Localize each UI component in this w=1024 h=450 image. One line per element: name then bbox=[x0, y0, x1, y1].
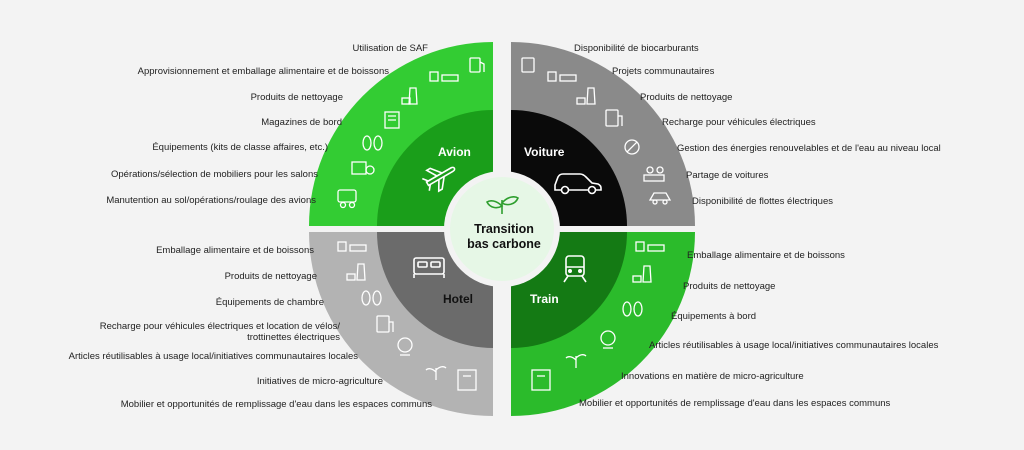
hotel-item: Mobilier et opportunités de remplissage … bbox=[120, 399, 432, 410]
food-packaging-icon bbox=[337, 241, 367, 252]
train-item: Articles réutilisables à usage local/ini… bbox=[649, 340, 939, 351]
center-title-line1: Transition bbox=[474, 222, 534, 236]
car-sharing-icon bbox=[643, 166, 665, 182]
electric-car-icon bbox=[648, 192, 672, 205]
cleaning-products-icon bbox=[632, 265, 652, 283]
ev-charger-icon bbox=[605, 109, 623, 127]
train-item: Équipements à bord bbox=[671, 311, 757, 322]
hotel-item: Initiatives de micro-agriculture bbox=[256, 376, 383, 387]
hotel-item: Recharge pour véhicules électriques et l… bbox=[99, 321, 340, 332]
magazine-icon bbox=[384, 111, 400, 129]
hotel-title: Hotel bbox=[443, 292, 473, 306]
hotel-item: Emballage alimentaire et de boissons bbox=[156, 245, 314, 256]
food-packaging-icon bbox=[429, 71, 459, 82]
avion-item: Approvisionnement et emballage alimentai… bbox=[137, 66, 389, 77]
hotel-item: Produits de nettoyage bbox=[224, 271, 317, 282]
slippers-icon bbox=[361, 290, 382, 306]
voiture-item: Projets communautaires bbox=[612, 66, 715, 77]
avion-item: Produits de nettoyage bbox=[250, 92, 343, 103]
community-icon bbox=[397, 337, 413, 356]
center-title-line2: bas carbone bbox=[467, 237, 541, 251]
community-icon bbox=[600, 330, 616, 349]
community-icon bbox=[547, 71, 577, 82]
renewable-icon bbox=[624, 139, 640, 155]
plant-icon bbox=[565, 354, 587, 368]
avion-item: Opérations/sélection de mobiliers pour l… bbox=[111, 169, 318, 180]
voiture-item: Partage de voitures bbox=[686, 170, 769, 181]
plane-icon bbox=[422, 166, 456, 193]
hotel-item: Équipements de chambre bbox=[215, 297, 324, 308]
avion-item: Utilisation de SAF bbox=[352, 43, 428, 54]
water-refill-icon bbox=[531, 369, 551, 391]
slippers-icon bbox=[622, 301, 643, 317]
train-icon bbox=[563, 255, 587, 283]
food-packaging-icon bbox=[635, 241, 665, 252]
slippers-icon bbox=[362, 135, 383, 151]
train-title: Train bbox=[530, 292, 559, 306]
voiture-item: Disponibilité de flottes électriques bbox=[692, 196, 833, 207]
voiture-title: Voiture bbox=[524, 145, 565, 159]
hotel-item: trottinettes électriques bbox=[247, 332, 340, 343]
avion-item: Équipements (kits de classe affaires, et… bbox=[152, 142, 328, 153]
fuel-pump-icon bbox=[469, 57, 485, 73]
voiture-item: Gestion des énergies renouvelables et de… bbox=[677, 143, 941, 154]
train-item: Mobilier et opportunités de remplissage … bbox=[579, 398, 891, 409]
train-item: Produits de nettoyage bbox=[683, 281, 776, 292]
train-item: Innovations en matière de micro-agricult… bbox=[621, 371, 804, 382]
water-refill-icon bbox=[457, 369, 477, 391]
voiture-item: Produits de nettoyage bbox=[640, 92, 733, 103]
ev-charger-icon bbox=[376, 315, 394, 333]
center-circle bbox=[450, 177, 554, 281]
voiture-item: Recharge pour véhicules électriques bbox=[662, 117, 816, 128]
avion-item: Manutention au sol/opérations/roulage de… bbox=[106, 195, 316, 206]
avion-item: Magazines de bord bbox=[261, 117, 342, 128]
center-title: Transition bas carbone bbox=[452, 222, 556, 252]
ground-vehicle-icon bbox=[337, 189, 357, 209]
cleaning-products-icon bbox=[401, 87, 418, 105]
train-item: Emballage alimentaire et de boissons bbox=[687, 250, 845, 261]
sprout-icon bbox=[485, 196, 519, 214]
car-icon bbox=[554, 173, 602, 195]
avion-title: Avion bbox=[438, 145, 471, 159]
hotel-item: Articles réutilisables à usage local/ini… bbox=[68, 351, 358, 362]
plant-icon bbox=[425, 366, 447, 380]
bed-icon bbox=[413, 257, 445, 278]
voiture-item: Disponibilité de biocarburants bbox=[574, 43, 699, 54]
cleaning-products-icon bbox=[346, 263, 366, 281]
fuel-pump-icon bbox=[521, 57, 535, 73]
cleaning-products-icon bbox=[576, 87, 596, 105]
furniture-icon bbox=[351, 161, 375, 175]
